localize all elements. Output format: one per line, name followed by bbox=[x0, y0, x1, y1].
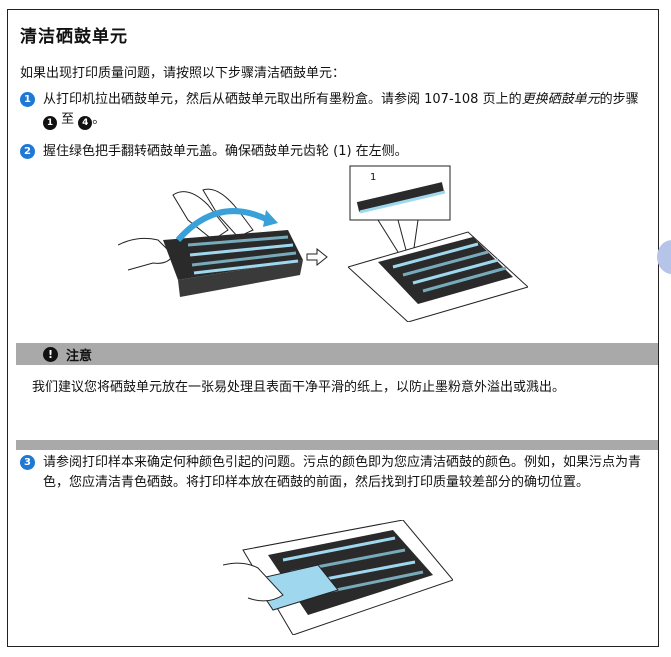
drum-unit-flip-illustration bbox=[118, 188, 303, 297]
note-footer-bar bbox=[16, 440, 658, 450]
step-1-text: 从打印机拉出硒鼓单元，然后从硒鼓单元取出所有墨粉盒。请参阅 107-108 页上… bbox=[43, 90, 646, 130]
arrow-right-icon bbox=[306, 248, 328, 266]
page-title: 清洁硒鼓单元 bbox=[20, 27, 128, 47]
note-label: 注意 bbox=[66, 348, 93, 364]
side-tab[interactable] bbox=[657, 240, 671, 274]
note-text: 我们建议您将硒鼓单元放在一张易处理且表面干净平滑的纸上，以防止墨粉意外溢出或溅出… bbox=[32, 380, 566, 395]
step-3-text: 请参阅打印样本来确定何种颜色引起的问题。污点的颜色即为您应清洁硒鼓的颜色。例如，… bbox=[43, 455, 642, 490]
intro-text: 如果出现打印质量问题，请按照以下步骤清洁硒鼓单元： bbox=[20, 66, 346, 81]
print-sample-on-drum-illustration bbox=[223, 520, 453, 635]
step-1-text-d: 。 bbox=[92, 112, 106, 127]
step-number-3: 3 bbox=[20, 455, 35, 470]
step-bullet-4: 4 bbox=[78, 116, 93, 130]
step-2-text: 握住绿色把手翻转硒鼓单元盖。确保硒鼓单元齿轮 (1) 在左侧。 bbox=[43, 144, 408, 159]
step-1-reference-link[interactable]: 更换硒鼓单元 bbox=[521, 92, 600, 107]
exclamation-icon: ! bbox=[43, 346, 58, 362]
note-header-bar: ! 注意 bbox=[16, 343, 658, 365]
step-number-2: 2 bbox=[20, 144, 35, 159]
step-1-text-a: 从打印机拉出硒鼓单元，然后从硒鼓单元取出所有墨粉盒。请参阅 107-108 页上… bbox=[43, 92, 522, 107]
step-number-1: 1 bbox=[20, 92, 35, 107]
step-2: 2 握住绿色把手翻转硒鼓单元盖。确保硒鼓单元齿轮 (1) 在左侧。 bbox=[20, 142, 646, 162]
step-bullet-1: 1 bbox=[43, 116, 57, 130]
gear-callout-label: 1 bbox=[370, 172, 377, 183]
page-frame: 清洁硒鼓单元 如果出现打印质量问题，请按照以下步骤清洁硒鼓单元： 1 从打印机拉… bbox=[7, 9, 659, 647]
step-3: 3 请参阅打印样本来确定何种颜色引起的问题。污点的颜色即为您应清洁硒鼓的颜色。例… bbox=[20, 453, 646, 493]
step-1-text-c: 至 bbox=[61, 112, 75, 127]
step-1: 1 从打印机拉出硒鼓单元，然后从硒鼓单元取出所有墨粉盒。请参阅 107-108 … bbox=[20, 90, 646, 130]
drum-unit-gear-illustration: 1 bbox=[347, 162, 529, 323]
step-1-text-b: 的步骤 bbox=[599, 92, 639, 107]
